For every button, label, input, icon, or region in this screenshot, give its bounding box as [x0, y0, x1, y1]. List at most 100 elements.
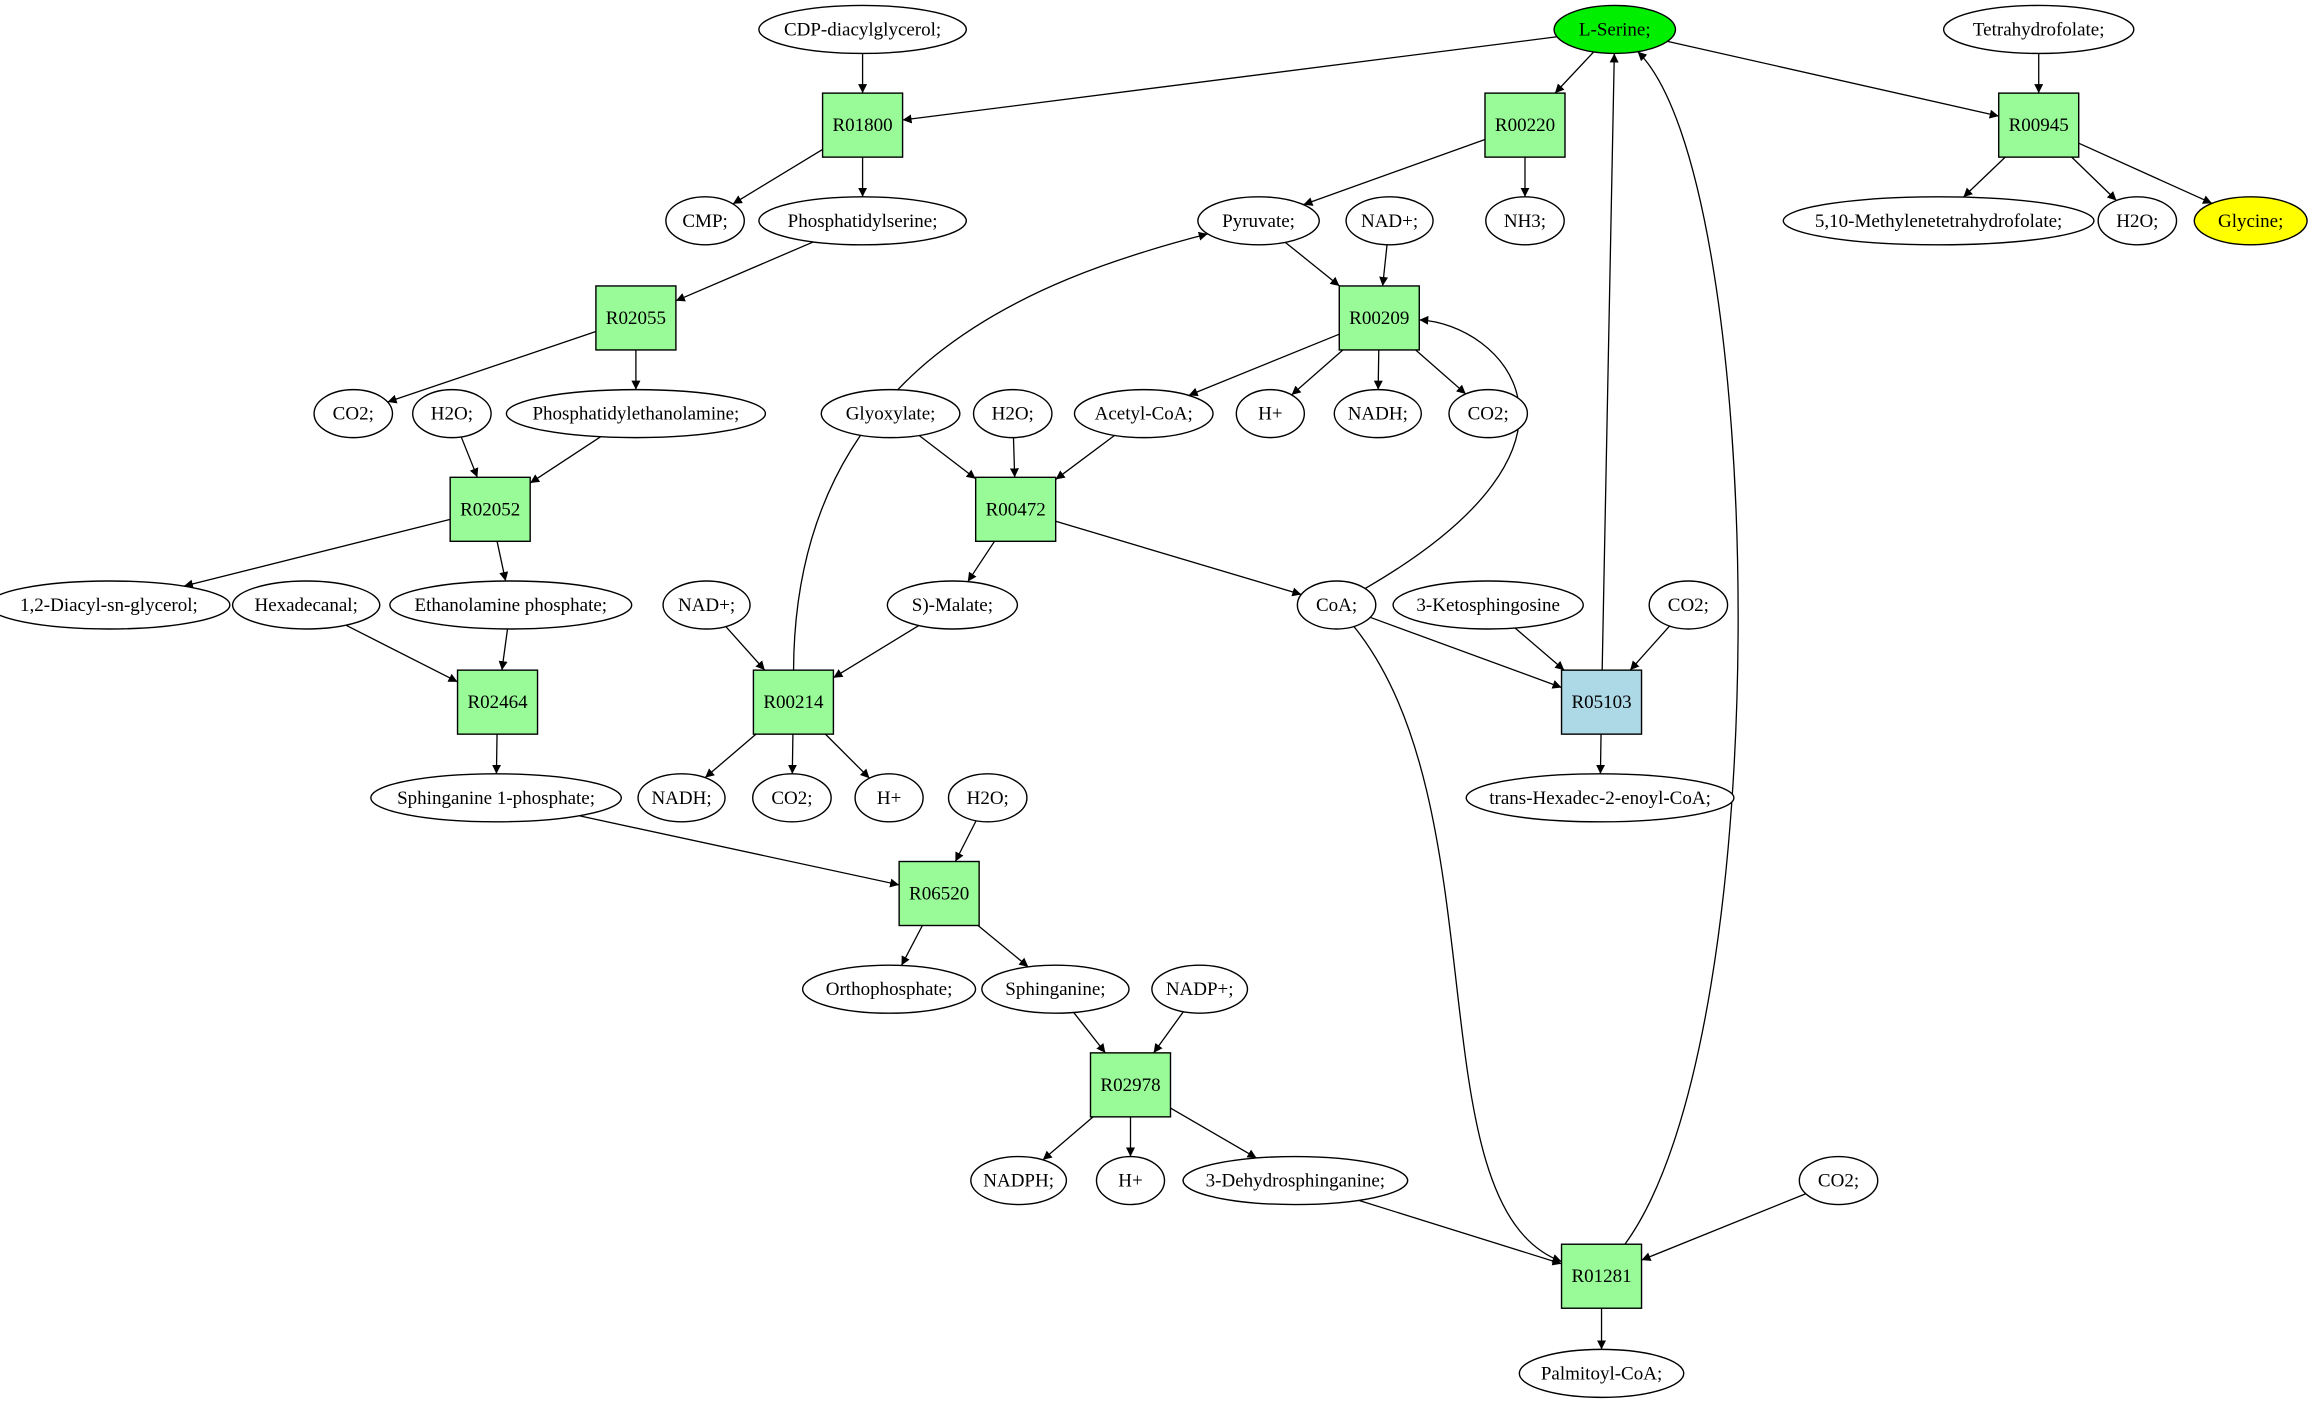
reaction-node[interactable]: R06520 [898, 860, 980, 927]
reaction-node[interactable]: R00220 [1484, 92, 1566, 158]
compound-node[interactable]: NADP+; [1151, 964, 1249, 1014]
compound-node[interactable]: Phosphatidylserine; [758, 196, 967, 246]
compound-ellipse [2097, 196, 2178, 246]
compound-label: H+ [877, 788, 901, 809]
reaction-node[interactable]: R00214 [752, 669, 835, 735]
edge-ser-to-R00945 [1667, 40, 1999, 119]
edge-nad2-to-R00214 [725, 626, 766, 671]
compound-node[interactable]: 1,2-Diacyl-sn-glycerol; [0, 580, 231, 630]
compound-node[interactable]: CMP; [665, 196, 745, 246]
compound-label: CO2; [1468, 404, 1509, 425]
compound-node[interactable]: NADPH; [970, 1155, 1068, 1206]
compound-node[interactable]: CoA; [1296, 580, 1377, 630]
compound-ellipse [970, 1155, 1068, 1206]
compound-node[interactable]: NH3; [1485, 196, 1565, 246]
compound-ellipse [1392, 580, 1584, 630]
compound-node[interactable]: Sphinganine 1-phosphate; [370, 773, 622, 823]
reaction-node[interactable]: R00472 [974, 476, 1057, 543]
compound-label: NAD+; [1361, 211, 1418, 232]
reaction-node[interactable]: R01281 [1560, 1243, 1643, 1309]
edge-mal-to-R00214 [833, 624, 920, 679]
compound-node[interactable]: CO2; [752, 773, 832, 823]
compound-node[interactable]: Pyruvate; [1197, 196, 1320, 246]
compound-ellipse [758, 4, 967, 55]
compound-node[interactable]: Ethanolamine phosphate; [389, 580, 633, 630]
compound-label: NADPH; [983, 1171, 1054, 1192]
reaction-node[interactable]: R05103 [1560, 669, 1643, 735]
edge-R00214-to-nadh2 [704, 733, 757, 779]
reaction-node[interactable]: R02055 [595, 285, 677, 351]
compound-node[interactable]: 5,10-Methylenetetrahydrofolate; [1782, 196, 2095, 246]
reaction-node[interactable]: R00945 [1998, 92, 2080, 158]
compound-node[interactable]: Orthophosphate; [801, 964, 977, 1014]
compound-node[interactable]: L-Serine; [1553, 4, 1677, 55]
compound-node[interactable]: H2O; [947, 773, 1028, 823]
compound-node[interactable]: H2O; [2097, 196, 2178, 246]
compound-node[interactable]: 3-Ketosphingosine [1392, 580, 1584, 630]
edge-R00209-to-co2b [1415, 349, 1467, 395]
reaction-label: R05103 [1571, 692, 1631, 713]
reaction-node[interactable]: R01800 [821, 92, 904, 158]
edge-h2o2-to-R02052 [460, 436, 479, 478]
compound-node[interactable]: H2O; [972, 388, 1053, 439]
compound-node[interactable]: H+ [1095, 1155, 1166, 1206]
compound-ellipse [1182, 1155, 1409, 1206]
reaction-label: R00214 [763, 692, 824, 713]
compound-label: CO2; [1668, 595, 1709, 616]
compound-label: H2O; [992, 404, 1034, 425]
edge-R02464-to-s1p [492, 734, 502, 774]
compound-node[interactable]: Sphinganine; [981, 964, 1130, 1014]
reaction-label: R01281 [1571, 1266, 1631, 1287]
compound-node[interactable]: H+ [1235, 388, 1306, 439]
edge-R00472-to-mal [967, 540, 996, 583]
compound-node[interactable]: NAD+; [662, 580, 751, 630]
reaction-node[interactable]: R00209 [1338, 285, 1420, 351]
reaction-node[interactable]: R02464 [456, 669, 539, 735]
reaction-box [821, 92, 904, 158]
compound-node[interactable]: Glycine; [2193, 196, 2308, 246]
compound-ellipse [1095, 1155, 1166, 1206]
compound-label: CO2; [771, 788, 812, 809]
compound-node[interactable]: Palmitoyl-CoA; [1518, 1348, 1685, 1399]
edge-sph-to-R02978 [1073, 1012, 1106, 1054]
compound-label: 5,10-Methylenetetrahydrofolate; [1815, 211, 2062, 232]
compound-label: Phosphatidylserine; [788, 211, 938, 232]
compound-label: Palmitoyl-CoA; [1541, 1363, 1662, 1384]
compound-label: NAD+; [678, 595, 735, 616]
reaction-box [1998, 92, 2080, 158]
compound-node[interactable]: NADH; [1333, 388, 1422, 439]
compound-node[interactable]: CO2; [313, 388, 394, 439]
compound-node[interactable]: Tetrahydrofolate; [1942, 4, 2135, 55]
edge-R00209-to-acoa [1188, 333, 1340, 397]
reaction-label: R00945 [2009, 115, 2069, 136]
compound-node[interactable]: S)-Malate; [886, 580, 1019, 630]
reaction-node[interactable]: R02978 [1089, 1052, 1172, 1118]
compound-node[interactable]: H+ [854, 773, 924, 823]
compound-ellipse [1465, 773, 1735, 823]
compound-label: CO2; [333, 404, 374, 425]
compound-node[interactable]: Phosphatidylethanolamine; [505, 388, 767, 439]
compound-node[interactable]: NADH; [637, 773, 726, 823]
compound-label: Ethanolamine phosphate; [414, 595, 607, 616]
edge-ser-to-R00220 [1554, 51, 1595, 94]
compound-node[interactable]: Acetyl-CoA; [1073, 388, 1214, 439]
compound-node[interactable]: NAD+; [1345, 196, 1434, 246]
compound-node[interactable]: Hexadecanal; [231, 580, 381, 630]
reaction-node[interactable]: R02052 [449, 476, 531, 543]
compound-label: H+ [1258, 404, 1282, 425]
reaction-box [1338, 285, 1420, 351]
compound-node[interactable]: trans-Hexadec-2-enoyl-CoA; [1465, 773, 1735, 823]
compound-node[interactable]: CO2; [1648, 580, 1729, 630]
compound-label: Tetrahydrofolate; [1973, 19, 2105, 40]
edge-hexal-to-R02464 [345, 624, 458, 683]
compound-node[interactable]: CDP-diacylglycerol; [758, 4, 967, 55]
edge-ser-to-R01800 [902, 36, 1558, 124]
reaction-box [456, 669, 539, 735]
compound-node[interactable]: CO2; [1448, 388, 1529, 439]
compound-node[interactable]: Glyoxylate; [820, 388, 961, 439]
compound-node[interactable]: 3-Dehydrosphinganine; [1182, 1155, 1409, 1206]
compound-node[interactable]: H2O; [412, 388, 492, 439]
compound-label: CMP; [682, 211, 727, 232]
compound-node[interactable]: CO2; [1798, 1155, 1879, 1206]
compound-label: 1,2-Diacyl-sn-glycerol; [20, 595, 198, 616]
